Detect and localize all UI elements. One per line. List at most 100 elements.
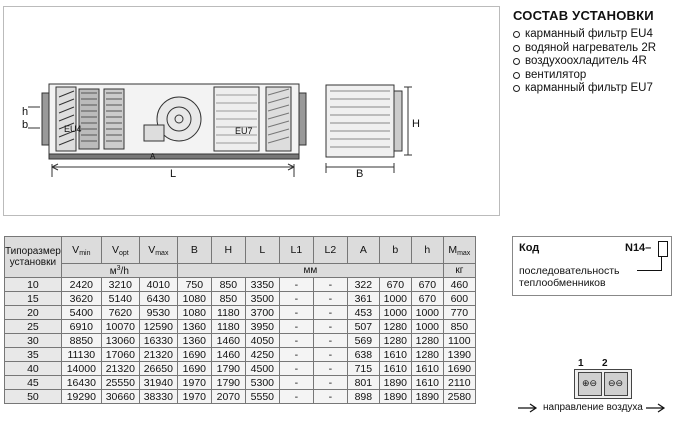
row-size-cell: 50 <box>4 389 62 404</box>
table-cell: 25550 <box>100 375 140 390</box>
table-cell: 7620 <box>100 305 140 320</box>
table-cell: 10070 <box>100 319 140 334</box>
table-cell: 1610 <box>378 361 412 376</box>
table-cell: 569 <box>346 333 380 348</box>
table-cell: 1790 <box>210 361 246 376</box>
table-cell: 322 <box>346 277 380 292</box>
header-vmin: Vmin <box>60 236 102 264</box>
table-cell: 3950 <box>244 319 280 334</box>
table-cell: 1000 <box>378 305 412 320</box>
airflow-label: направление воздуха <box>543 402 643 413</box>
filter-right-label: EU7 <box>235 126 253 136</box>
table-cell: 1890 <box>378 375 412 390</box>
table-cell: - <box>278 333 314 348</box>
table-cell: - <box>278 375 314 390</box>
table-cell: 1690 <box>442 361 476 376</box>
table-cell: 3700 <box>244 305 280 320</box>
header-mmax: Mmax <box>442 236 476 264</box>
table-cell: 3350 <box>244 277 280 292</box>
side-view <box>28 83 307 177</box>
row-size-cell: 25 <box>4 319 62 334</box>
table-cell: 8850 <box>60 333 102 348</box>
spec-header-row: Типоразмер установки Vmin Vopt Vmax B H … <box>4 236 476 278</box>
code-label: Код <box>519 242 540 254</box>
coil-slot-1: ⊕⊖ <box>578 372 602 396</box>
table-cell: 1360 <box>176 319 212 334</box>
table-cell: - <box>312 333 348 348</box>
table-cell: 4050 <box>244 333 280 348</box>
units-kg: кг <box>442 263 476 278</box>
table-cell: 801 <box>346 375 380 390</box>
table-cell: 3500 <box>244 291 280 306</box>
header-L: L <box>244 236 280 264</box>
table-cell: 19290 <box>60 389 102 404</box>
table-cell: 16430 <box>60 375 102 390</box>
table-cell: 1000 <box>378 291 412 306</box>
table-cell: 1890 <box>410 389 444 404</box>
table-cell: 670 <box>378 277 412 292</box>
table-cell: - <box>312 305 348 320</box>
composition-title: СОСТАВ УСТАНОВКИ <box>513 8 654 23</box>
table-cell: 1080 <box>176 291 212 306</box>
table-cell: 1280 <box>410 333 444 348</box>
table-cell: 31940 <box>138 375 178 390</box>
plus-minus-icon: ⊕⊖ <box>582 378 598 388</box>
table-cell: - <box>312 389 348 404</box>
header-B: B <box>176 236 212 264</box>
table-cell: - <box>278 347 314 362</box>
table-cell: 2420 <box>60 277 102 292</box>
table-cell: 1000 <box>410 319 444 334</box>
row-size-cell: 35 <box>4 347 62 362</box>
dim-H-label: H <box>412 118 420 130</box>
table-cell: 1610 <box>378 347 412 362</box>
table-cell: - <box>278 361 314 376</box>
table-cell: 1100 <box>442 333 476 348</box>
composition-item-label: водяной нагреватель 2R <box>525 41 657 54</box>
units-mm: мм <box>176 263 444 278</box>
header-h: h <box>410 236 444 264</box>
table-cell: 16330 <box>138 333 178 348</box>
table-cell: 5140 <box>100 291 140 306</box>
table-cell: 30660 <box>100 389 140 404</box>
table-cell: 1790 <box>210 375 246 390</box>
composition-item-label: вентилятор <box>525 68 587 81</box>
table-cell: - <box>312 319 348 334</box>
table-cell: - <box>312 375 348 390</box>
table-cell: 750 <box>176 277 212 292</box>
table-cell: 1690 <box>176 361 212 376</box>
dim-B-label: B <box>356 168 363 180</box>
table-cell: 453 <box>346 305 380 320</box>
code-description: последовательность теплообменников <box>519 265 620 289</box>
front-view <box>325 84 412 173</box>
table-cell: 638 <box>346 347 380 362</box>
table-cell: 460 <box>442 277 476 292</box>
table-cell: 4500 <box>244 361 280 376</box>
table-cell: 1460 <box>210 347 246 362</box>
circle-bullet-icon <box>513 85 520 93</box>
table-cell: 17060 <box>100 347 140 362</box>
table-cell: 1460 <box>210 333 246 348</box>
table-cell: 1180 <box>210 319 246 334</box>
table-cell: 21320 <box>100 361 140 376</box>
code-connector-hline <box>637 270 662 271</box>
table-cell: 850 <box>210 291 246 306</box>
unit-drawing: L h b EU4 EU7 A H B <box>3 6 500 216</box>
row-size-cell: 10 <box>4 277 62 292</box>
units-flow: м3/h <box>60 263 178 278</box>
table-cell: 1970 <box>176 375 212 390</box>
table-cell: - <box>312 361 348 376</box>
circle-bullet-icon <box>513 58 520 66</box>
table-cell: 361 <box>346 291 380 306</box>
table-cell: 1080 <box>176 305 212 320</box>
header-L2: L2 <box>312 236 348 264</box>
table-cell: 13060 <box>100 333 140 348</box>
filter-left-label: EU4 <box>64 124 82 134</box>
circle-bullet-icon <box>513 31 520 39</box>
header-L1: L1 <box>278 236 314 264</box>
